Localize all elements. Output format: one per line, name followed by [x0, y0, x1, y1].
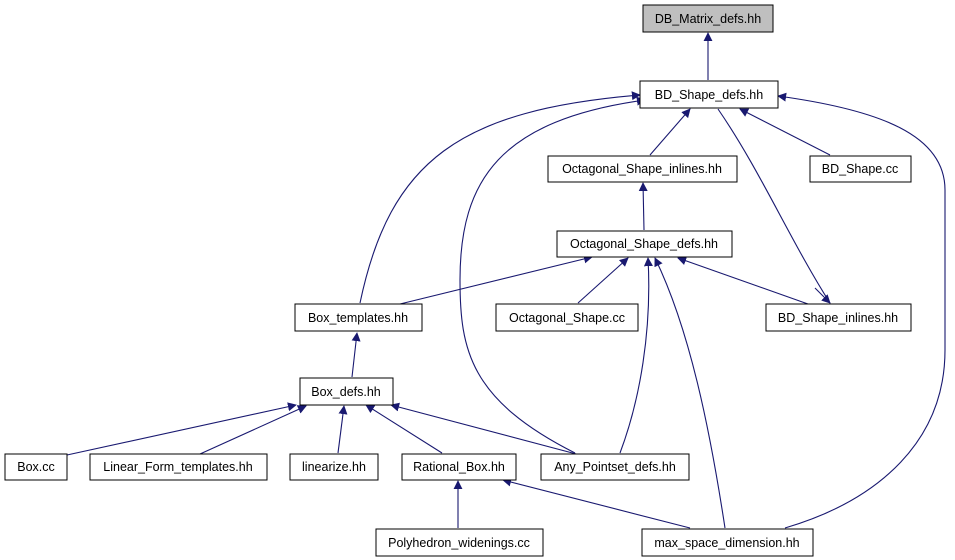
edge-max-space-dimension-to-octagonal-shape-defs	[654, 257, 726, 529]
node-linearize[interactable]: linearize.hh	[289, 453, 379, 481]
node-octagonal-shape-defs[interactable]: Octagonal_Shape_defs.hh	[556, 230, 733, 258]
edge-max-space-dimension-to-rational-box	[502, 477, 691, 529]
node-max-space-dimension[interactable]: max_space_dimension.hh	[641, 528, 814, 557]
edge-octagonal-shape-cc-to-octagonal-shape-defs	[577, 257, 629, 304]
edge-any-pointset-defs-to-octagonal-shape-defs	[619, 257, 653, 454]
nodes: DB_Matrix_defs.hh BD_Shape_defs.hh Octag…	[4, 4, 912, 557]
node-label: Octagonal_Shape.cc	[509, 311, 625, 325]
edge-bd-shape-inlines-arrow	[814, 287, 831, 304]
node-label: Polyhedron_widenings.cc	[388, 536, 530, 550]
node-octagonal-shape-cc[interactable]: Octagonal_Shape.cc	[495, 303, 639, 332]
edge-box-defs-to-box-templates	[351, 332, 361, 378]
node-db-matrix-defs[interactable]: DB_Matrix_defs.hh	[642, 4, 774, 33]
edges	[66, 32, 946, 529]
edge-bd-shape-cc-to-bd-shape-defs	[739, 108, 831, 156]
node-label: Linear_Form_templates.hh	[103, 460, 252, 474]
node-label: Box_templates.hh	[308, 311, 408, 325]
node-label: Box.cc	[17, 460, 55, 474]
edge-octagonal-shape-inlines-to-bd-shape-defs	[649, 108, 691, 156]
node-polyhedron-widenings[interactable]: Polyhedron_widenings.cc	[375, 528, 544, 557]
edge-linear-form-templates-to-box-defs	[199, 405, 307, 455]
edge-any-pointset-defs-to-box-defs	[390, 402, 581, 456]
node-label: DB_Matrix_defs.hh	[655, 12, 761, 26]
node-label: BD_Shape_inlines.hh	[778, 311, 898, 325]
edge-any-pointset-defs-to-bd-shape-defs	[459, 96, 646, 454]
node-octagonal-shape-inlines[interactable]: Octagonal_Shape_inlines.hh	[547, 155, 738, 183]
node-label: Any_Pointset_defs.hh	[554, 460, 676, 474]
node-bd-shape-cc[interactable]: BD_Shape.cc	[809, 155, 912, 183]
node-bd-shape-inlines[interactable]: BD_Shape_inlines.hh	[765, 303, 912, 332]
node-any-pointset-defs[interactable]: Any_Pointset_defs.hh	[540, 453, 690, 481]
node-label: max_space_dimension.hh	[654, 536, 799, 550]
node-label: Octagonal_Shape_defs.hh	[570, 237, 718, 251]
node-bd-shape-defs[interactable]: BD_Shape_defs.hh	[639, 80, 779, 109]
node-box-defs[interactable]: Box_defs.hh	[299, 377, 394, 406]
node-label: linearize.hh	[302, 460, 366, 474]
edge-box-templates-to-bd-shape-defs	[359, 91, 641, 304]
edge-max-space-dimension-to-bd-shape-defs	[777, 92, 946, 529]
node-label: Rational_Box.hh	[413, 460, 505, 474]
node-label: Octagonal_Shape_inlines.hh	[562, 162, 722, 176]
node-box-cc[interactable]: Box.cc	[4, 453, 68, 481]
node-box-templates[interactable]: Box_templates.hh	[294, 303, 423, 332]
node-rational-box[interactable]: Rational_Box.hh	[401, 453, 517, 481]
edge-box-cc-to-box-defs	[66, 402, 297, 456]
edge-octagonal-shape-defs-to-octagonal-shape-inlines	[638, 182, 648, 231]
node-label: BD_Shape_defs.hh	[655, 88, 763, 102]
edge-bd-shape-inlines-to-octagonal-shape-defs	[677, 256, 809, 305]
node-linear-form-templates[interactable]: Linear_Form_templates.hh	[89, 453, 268, 481]
edge-rational-box-to-box-defs	[365, 404, 443, 454]
node-label: Box_defs.hh	[311, 385, 381, 399]
edge-bd-shape-inlines-to-bd-shape-defs	[717, 108, 831, 304]
node-label: BD_Shape.cc	[822, 162, 898, 176]
edge-box-templates-to-octagonal-shape-defs	[399, 254, 593, 305]
edge-linearize-to-box-defs	[337, 405, 348, 454]
